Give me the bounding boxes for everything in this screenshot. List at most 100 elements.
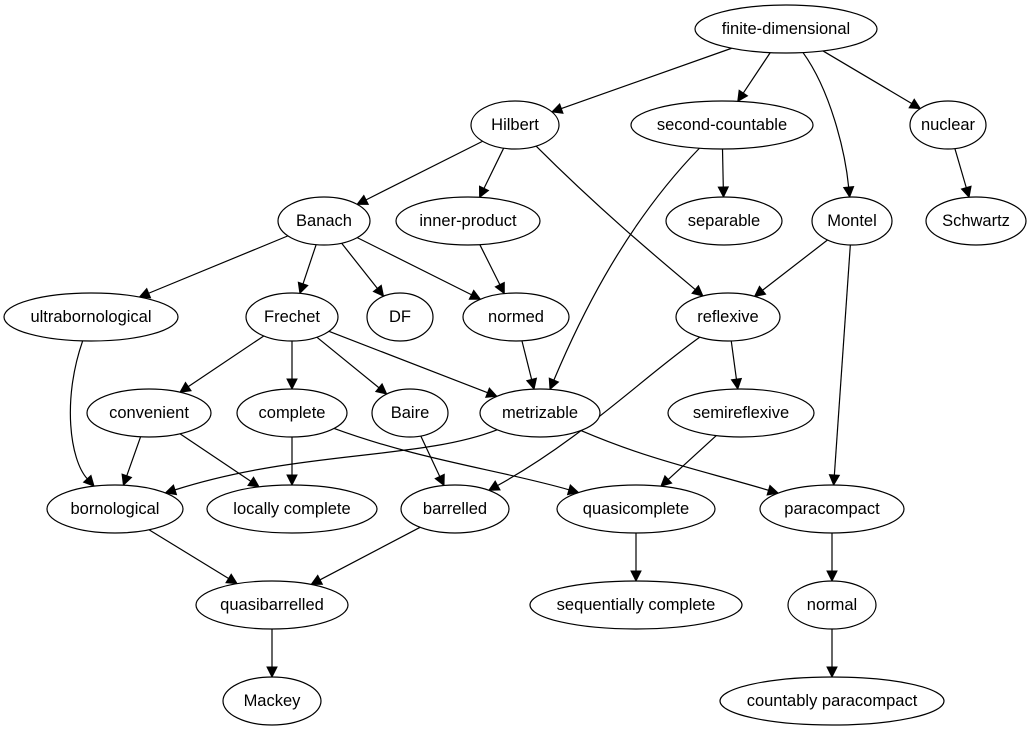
node-bornological: bornological: [46, 484, 184, 534]
node-label: Mackey: [244, 692, 302, 710]
edge-second-countable-to-metrizable: [548, 147, 700, 391]
node-locally-complete: locally complete: [206, 484, 378, 534]
node-label: countably paracompact: [747, 692, 918, 710]
edge-line: [497, 336, 701, 486]
node-ellipse: [759, 484, 905, 534]
node-quasibarrelled: quasibarrelled: [195, 580, 349, 630]
node-second-countable: second-countable: [630, 100, 814, 150]
node-ellipse: [245, 292, 339, 342]
edge-montel-to-paracompact: [828, 244, 851, 487]
arrowhead-icon: [266, 666, 278, 679]
edge-line: [742, 52, 771, 94]
edge-line: [954, 148, 967, 188]
node-complete: complete: [236, 388, 348, 438]
node-paracompact: paracompact: [759, 484, 905, 534]
node-label: quasibarrelled: [220, 596, 324, 614]
node-label: sequentially complete: [557, 596, 716, 614]
node-ellipse: [236, 388, 348, 438]
node-label: metrizable: [502, 404, 578, 422]
node-ellipse: [556, 484, 716, 534]
node-inner-product: inner-product: [395, 196, 541, 246]
node-label: inner-product: [419, 212, 517, 230]
arrowhead-icon: [826, 666, 838, 679]
edge-line: [580, 429, 769, 491]
edge-line: [762, 239, 828, 291]
edge-line: [187, 335, 265, 388]
node-label: locally complete: [233, 500, 350, 518]
edge-line: [535, 145, 696, 291]
node-hilbert: Hilbert: [470, 100, 560, 150]
edge-reflexive-to-semireflexive: [730, 340, 743, 391]
node-baire: Baire: [371, 388, 449, 438]
node-ellipse: [277, 196, 371, 246]
node-label: normal: [807, 596, 857, 614]
edge-line: [148, 529, 229, 579]
edge-line: [802, 52, 850, 188]
node-label: Schwartz: [942, 212, 1010, 230]
node-label: Hilbert: [491, 116, 539, 134]
arrowhead-icon: [826, 570, 838, 583]
node-label: separable: [688, 212, 760, 230]
arrowhead-icon: [525, 377, 538, 391]
node-semireflexive: semireflexive: [667, 388, 815, 438]
node-normal: normal: [787, 580, 877, 630]
edge-normed-to-metrizable: [521, 340, 538, 391]
node-ellipse: [470, 100, 560, 150]
arrowhead-icon: [566, 484, 580, 496]
edge-line: [822, 50, 912, 104]
arrowhead-icon: [487, 480, 501, 491]
node-ellipse: [206, 484, 378, 534]
node-ellipse: [787, 580, 877, 630]
node-ellipse: [195, 580, 349, 630]
node-label: Banach: [296, 212, 352, 230]
node-ellipse: [719, 676, 945, 726]
arrowhead-icon: [164, 484, 178, 496]
edge-complete-to-quasicomplete: [333, 427, 580, 496]
edge-second-countable-to-separable: [717, 148, 730, 199]
edge-quasibarrelled-to-mackey: [266, 629, 278, 679]
edge-banach-to-ultrabornological: [138, 235, 289, 299]
node-finite-dimensional: finite-dimensional: [694, 4, 878, 54]
node-normed: normed: [462, 292, 570, 342]
node-label: normed: [488, 308, 544, 326]
arrowhead-icon: [286, 474, 298, 487]
node-barrelled: barrelled: [400, 484, 510, 534]
edge-banach-to-frechet: [297, 244, 317, 295]
node-separable: separable: [665, 196, 783, 246]
edge-line: [174, 429, 498, 491]
edge-line: [148, 235, 289, 294]
arrowhead-icon: [310, 574, 324, 585]
node-metrizable: metrizable: [479, 388, 601, 438]
node-label: DF: [389, 308, 411, 326]
node-schwartz: Schwartz: [925, 196, 1027, 246]
edge-line: [561, 47, 732, 110]
node-label: Baire: [391, 404, 430, 422]
edge-frechet-to-complete: [286, 341, 298, 391]
edge-banach-to-normed: [356, 237, 482, 300]
arrowhead-icon: [717, 186, 730, 199]
edge-line: [328, 330, 488, 394]
edge-line: [302, 244, 317, 285]
node-label: finite-dimensional: [722, 20, 850, 38]
node-label: second-countable: [657, 116, 787, 134]
node-label: convenient: [109, 404, 189, 422]
arrowhead-icon: [691, 284, 704, 297]
node-ellipse: [675, 292, 781, 342]
node-ellipse: [400, 484, 510, 534]
node-label: bornological: [71, 500, 160, 518]
node-label: paracompact: [784, 500, 880, 518]
node-ellipse: [694, 4, 878, 54]
node-banach: Banach: [277, 196, 371, 246]
arrowhead-icon: [82, 474, 95, 487]
edge-line: [721, 148, 724, 188]
node-label: barrelled: [423, 500, 487, 518]
node-montel: Montel: [811, 196, 893, 246]
node-reflexive: reflexive: [675, 292, 781, 342]
node-df: DF: [366, 292, 434, 342]
edge-line: [483, 147, 505, 189]
edge-normal-to-countably-paracompact: [826, 629, 838, 679]
edge-line: [341, 242, 378, 289]
node-label: nuclear: [921, 116, 976, 134]
